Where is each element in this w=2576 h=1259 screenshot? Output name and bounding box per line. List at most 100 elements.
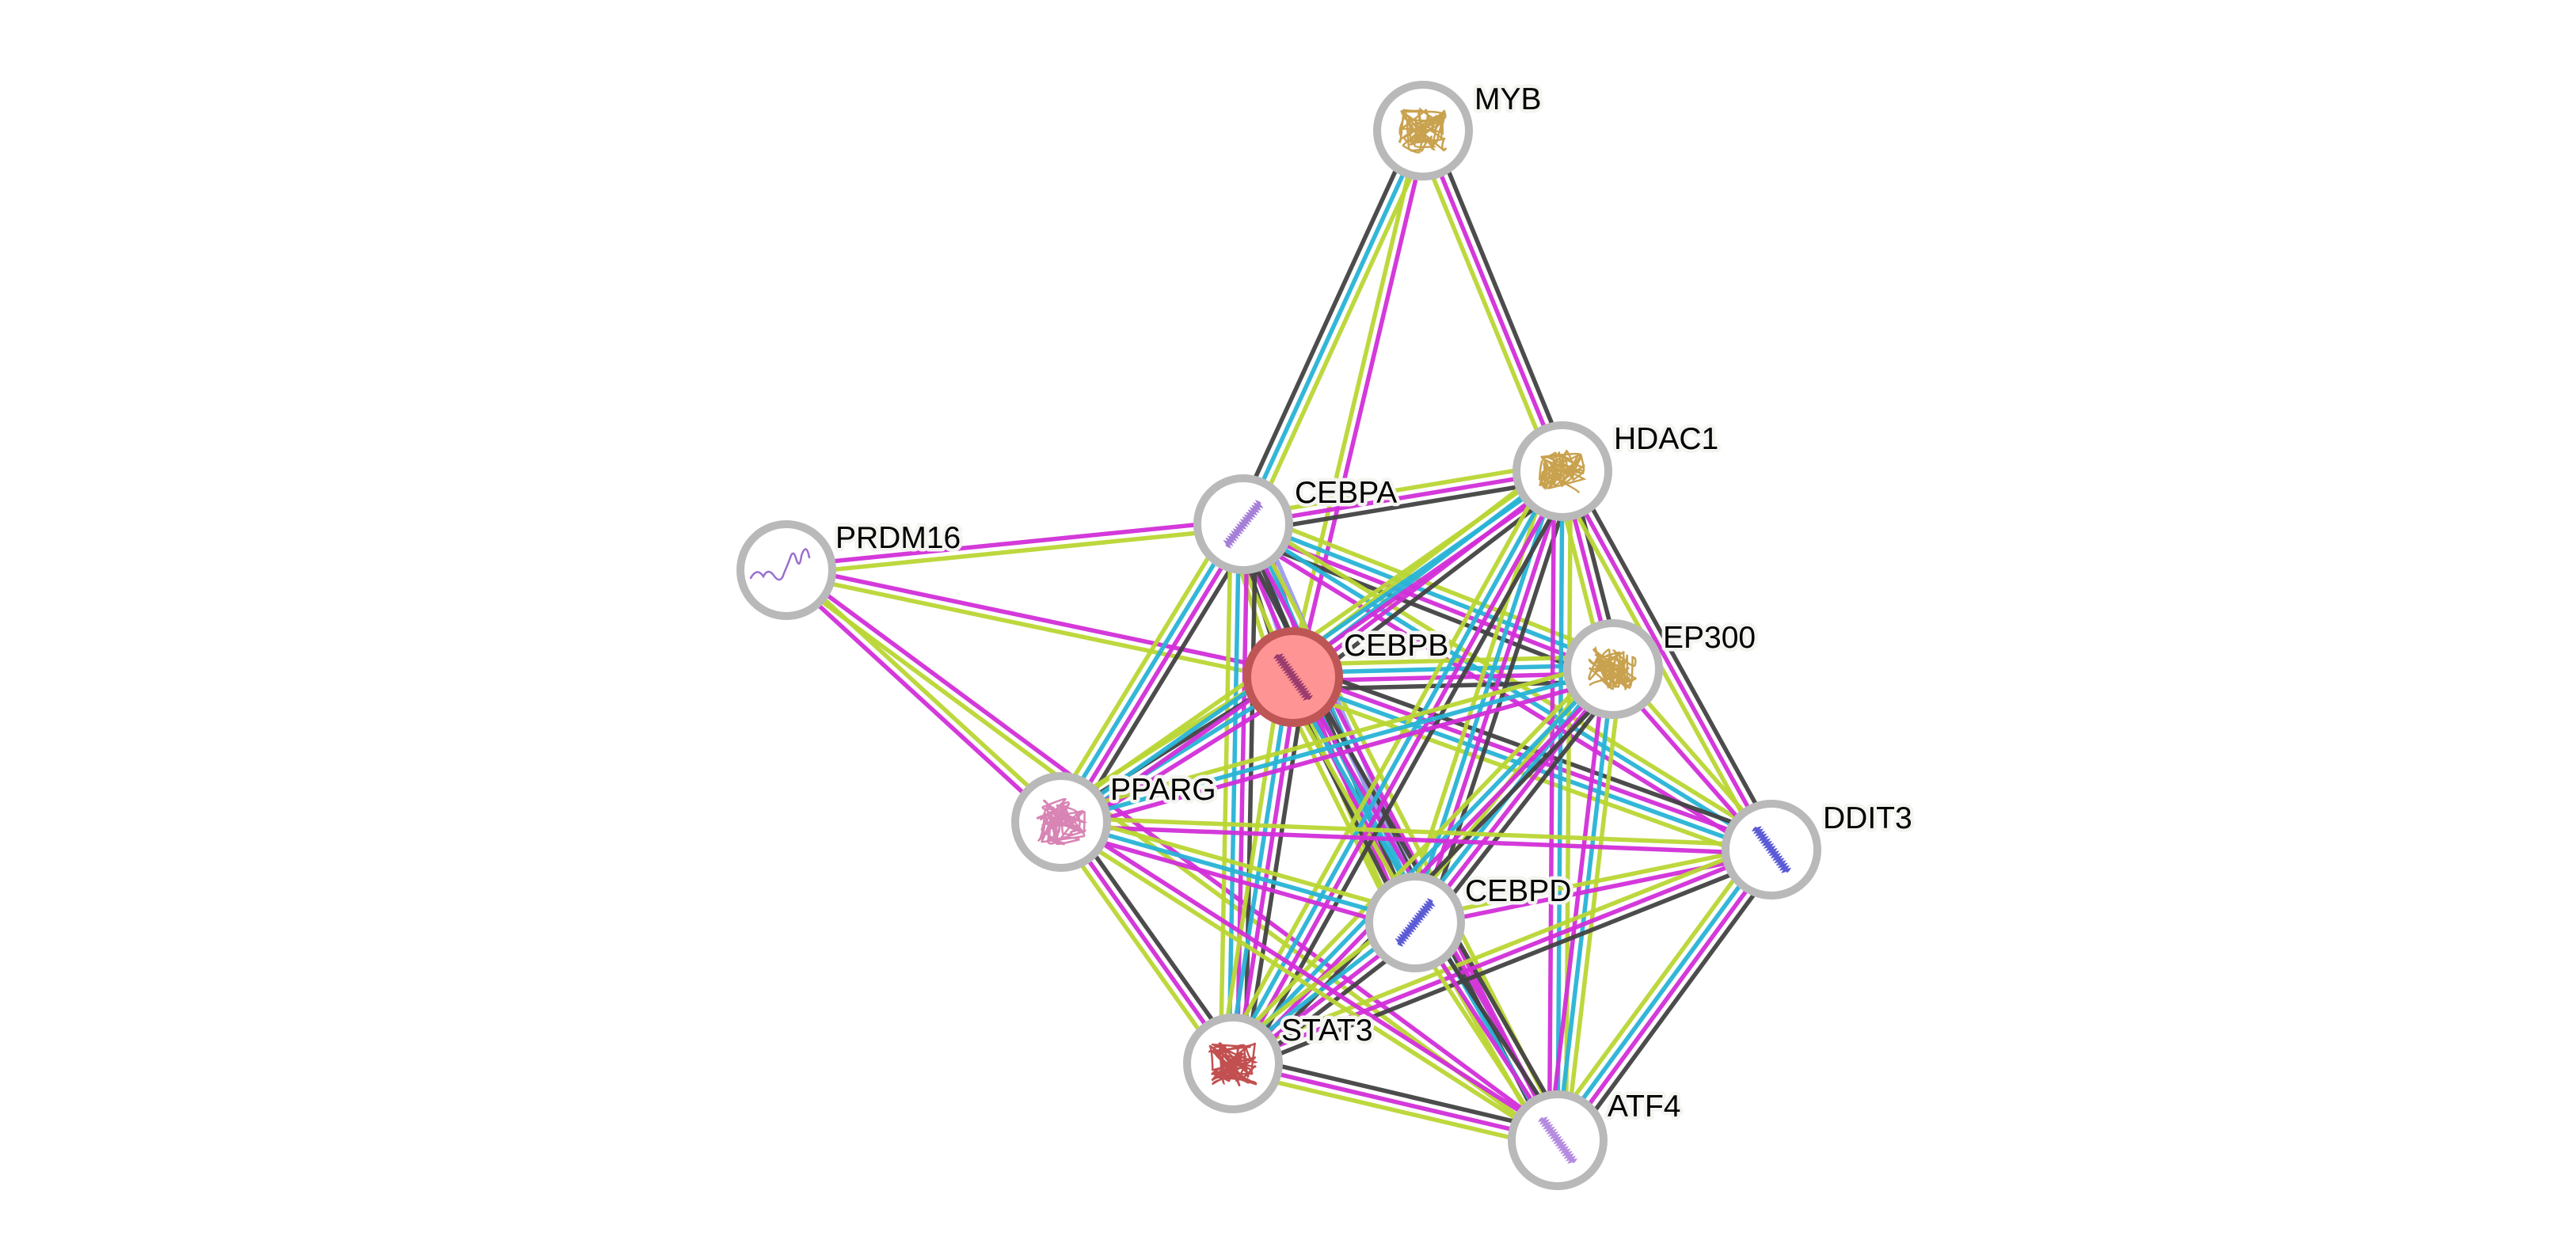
edge-evidence-textmining xyxy=(1063,812,1418,917)
edge-evidence-textmining xyxy=(1218,523,1234,1063)
protein-structure-icon xyxy=(1398,107,1448,154)
edge-evidence-database xyxy=(1060,667,1614,824)
edge-evidence-textmining xyxy=(1048,516,1235,817)
edge-evidence-textmining xyxy=(1230,1069,1557,1151)
edge-evidence-experiment xyxy=(1233,527,1410,927)
edge-evidence-textmining xyxy=(1229,839,1770,1058)
edge-ep300-atf4[interactable] xyxy=(1547,668,1624,1142)
edge-evidence-coexpression xyxy=(1423,675,1625,932)
edge-evidence-experiment xyxy=(787,565,1562,1139)
edge-evidence-experiment xyxy=(1234,670,1618,1068)
node-myb[interactable]: MYB xyxy=(1373,79,1545,181)
edge-evidence-textmining xyxy=(1413,132,1557,476)
edge-evidence-textmining xyxy=(1052,825,1228,1070)
edge-evidence-textmining xyxy=(1241,460,1562,519)
edge-evidence-experiment xyxy=(1560,470,1774,851)
edge-cebpa-pparg[interactable] xyxy=(1048,516,1256,830)
edge-cebpa-stat3[interactable] xyxy=(1218,523,1258,1064)
edge-cebpa-hdac1[interactable] xyxy=(1241,460,1565,535)
edge-pparg-atf4[interactable] xyxy=(1057,816,1562,1146)
edge-ep300-stat3[interactable] xyxy=(1222,659,1624,1074)
protein-structure-icon xyxy=(1208,1041,1258,1086)
edge-evidence-textmining xyxy=(1057,823,1557,1146)
edge-evidence-coexpression xyxy=(1066,816,1242,1060)
edge-ddit3-atf4[interactable] xyxy=(1546,841,1783,1149)
edge-evidence-textmining xyxy=(1222,659,1606,1056)
edge-evidence-textmining xyxy=(1061,816,1772,848)
edge-evidence-coexpression xyxy=(1567,466,1781,847)
node-label: MYB xyxy=(1474,82,1542,116)
node-ddit3[interactable]: DDIT3 xyxy=(1722,798,1916,900)
edge-prdm16-atf4[interactable] xyxy=(782,565,1562,1146)
edge-evidence-textmining xyxy=(1563,669,1624,1142)
edge-cebpd-pparg[interactable] xyxy=(1058,812,1418,933)
edge-evidence-experiment xyxy=(1547,668,1608,1140)
edge-evidence-coexpression xyxy=(1242,524,1258,1064)
node-prdm16[interactable]: PRDM16 xyxy=(736,518,965,620)
edge-evidence-textmining xyxy=(786,526,1244,576)
node-pparg[interactable]: PPARG xyxy=(1011,770,1220,872)
edge-evidence-database xyxy=(1060,820,1416,925)
edge-evidence-experiment xyxy=(786,564,1295,675)
node-stat3[interactable]: STAT3 xyxy=(1183,1010,1376,1113)
edge-evidence-textmining xyxy=(1246,515,1777,845)
protein-structure-icon xyxy=(749,548,811,581)
edge-evidence-experiment xyxy=(1058,827,1414,933)
edge-myb-cebpb[interactable] xyxy=(1287,129,1429,679)
node-atf4[interactable]: ATF4 xyxy=(1508,1086,1684,1190)
edge-cebpa-cebpd[interactable] xyxy=(1226,516,1433,930)
protein-structure-icon xyxy=(1539,449,1587,493)
node-cebpb[interactable]: CEBPB xyxy=(1243,626,1452,727)
edge-evidence-textmining xyxy=(1058,659,1611,816)
edge-evidence-coexpression xyxy=(1240,676,1624,1074)
node-label: PRDM16 xyxy=(835,521,961,555)
edge-prdm16-cebpb[interactable] xyxy=(785,564,1295,683)
edge-evidence-database xyxy=(1227,468,1561,1063)
edge-hdac1-atf4[interactable] xyxy=(1547,470,1573,1141)
edge-evidence-experiment xyxy=(1232,1061,1558,1143)
edge-evidence-experiment xyxy=(1416,670,1619,926)
edge-evidence-coexpression xyxy=(1233,126,1417,522)
edge-evidence-database xyxy=(1241,129,1425,526)
edge-ddit3-pparg[interactable] xyxy=(1060,816,1772,856)
edge-evidence-coexpression xyxy=(1070,529,1256,830)
edge-evidence-coexpression xyxy=(1244,477,1565,535)
node-ep300[interactable]: EP300 xyxy=(1563,618,1760,719)
edge-evidence-experiment xyxy=(1559,850,1777,1144)
edge-evidence-experiment xyxy=(786,518,1243,569)
node-label: STAT3 xyxy=(1281,1014,1373,1048)
node-label: CEBPB xyxy=(1344,629,1448,663)
edge-evidence-database xyxy=(1555,668,1615,1141)
edge-evidence-coexpression xyxy=(1429,126,1573,470)
edge-evidence-textmining xyxy=(1414,843,1771,921)
node-cebpa[interactable]: CEBPA xyxy=(1193,473,1401,574)
edge-evidence-experiment xyxy=(782,571,1060,827)
edge-evidence-textmining xyxy=(1287,129,1421,677)
protein-structure-icon xyxy=(1223,500,1264,549)
node-label: HDAC1 xyxy=(1614,422,1718,456)
node-cebpd[interactable]: CEBPD xyxy=(1365,871,1575,972)
edge-evidence-coexpression xyxy=(1234,1053,1561,1135)
edge-ep300-pparg[interactable] xyxy=(1058,659,1616,832)
edge-evidence-textmining xyxy=(782,572,1557,1146)
edge-myb-cebpa[interactable] xyxy=(1233,126,1433,529)
node-label: CEBPD xyxy=(1465,874,1571,908)
edge-prdm16-cebpa[interactable] xyxy=(786,518,1244,576)
edge-evidence-experiment xyxy=(1242,469,1563,527)
node-hdac1[interactable]: HDAC1 xyxy=(1512,419,1722,521)
edge-evidence-experiment xyxy=(1063,525,1249,826)
edge-myb-hdac1[interactable] xyxy=(1413,126,1573,476)
edge-evidence-coexpression xyxy=(1566,855,1783,1149)
edge-evidence-textmining xyxy=(785,572,1293,683)
protein-structure-icon xyxy=(1273,653,1313,701)
edge-stat3-atf4[interactable] xyxy=(1230,1053,1561,1151)
edge-evidence-experiment xyxy=(1062,816,1562,1139)
edge-evidence-coexpression xyxy=(1241,523,1417,924)
edge-evidence-experiment xyxy=(1231,847,1773,1066)
node-label: CEBPA xyxy=(1295,476,1397,510)
edge-ddit3-stat3[interactable] xyxy=(1229,839,1775,1074)
edge-evidence-experiment xyxy=(1063,675,1616,832)
edge-evidence-database xyxy=(1555,470,1565,1141)
